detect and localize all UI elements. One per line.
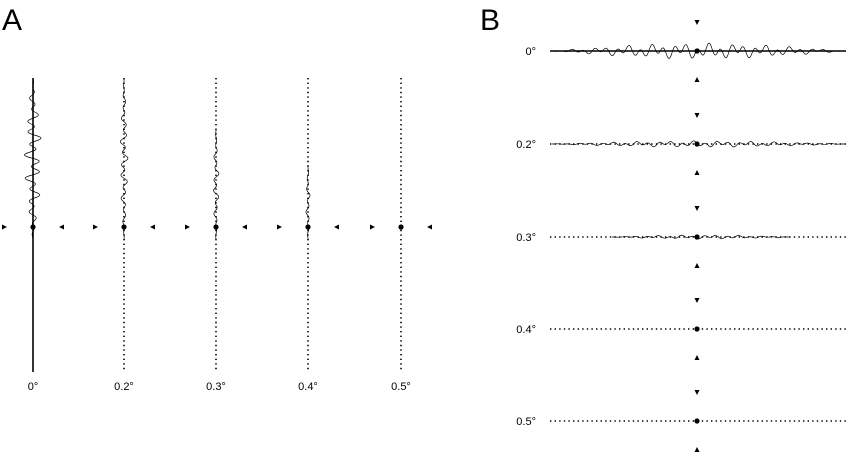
panel-b-condition: 0.5° (516, 390, 846, 452)
wave-trace (611, 234, 791, 240)
panel-a-condition: 0.4° (277, 78, 339, 393)
condition-label: 0.5° (516, 416, 536, 428)
marker-arrow-down-icon (694, 298, 700, 303)
marker-arrow-left-icon (59, 224, 64, 230)
fixation-dot (694, 141, 700, 147)
marker-arrow-up-icon (694, 447, 700, 452)
condition-label: 0° (28, 381, 39, 393)
condition-label: 0° (525, 46, 536, 58)
panel-b-condition: 0.3° (516, 206, 846, 268)
panel-a-condition: 0.2° (93, 77, 155, 393)
marker-arrow-down-icon (694, 113, 700, 118)
wave-trace (23, 77, 42, 241)
marker-arrow-up-icon (694, 77, 700, 82)
panel-b-condition: 0° (525, 20, 847, 82)
fixation-dot (694, 418, 700, 424)
condition-label: 0.2° (114, 381, 134, 393)
marker-arrow-right-icon (2, 224, 7, 230)
condition-label: 0.2° (516, 139, 536, 151)
marker-arrow-left-icon (427, 224, 432, 230)
panel-a-letter: A (2, 4, 22, 37)
panel-b-letter: B (480, 4, 500, 37)
marker-arrow-right-icon (185, 224, 190, 230)
fixation-dot (213, 224, 219, 230)
fixation-dot (30, 224, 36, 230)
condition-label: 0.3° (516, 232, 536, 244)
marker-arrow-right-icon (370, 224, 375, 230)
fixation-dot (694, 48, 700, 54)
fixation-dot (398, 224, 404, 230)
marker-arrow-down-icon (694, 206, 700, 211)
marker-arrow-right-icon (277, 224, 282, 230)
fixation-dot (305, 224, 311, 230)
panel-a-condition: 0° (2, 77, 64, 393)
fixation-dot (694, 326, 700, 332)
marker-arrow-up-icon (694, 263, 700, 268)
panel-b: 0° 0.2° 0.3° 0.4° 0.5° (516, 20, 847, 452)
marker-arrow-down-icon (694, 390, 700, 395)
marker-arrow-up-icon (694, 355, 700, 360)
condition-label: 0.4° (516, 324, 536, 336)
marker-arrow-up-icon (694, 170, 700, 175)
condition-label: 0.3° (206, 381, 226, 393)
wave-trace (120, 77, 129, 241)
condition-label: 0.5° (391, 381, 411, 393)
panel-a-condition: 0.5° (370, 78, 432, 393)
panel-a: 0° 0.2° 0.3° 0.4° 0.5° (2, 77, 432, 393)
fixation-dot (694, 234, 700, 240)
marker-arrow-left-icon (242, 224, 247, 230)
panel-b-condition: 0.4° (516, 298, 846, 360)
condition-label: 0.4° (298, 381, 318, 393)
marker-arrow-down-icon (694, 20, 700, 25)
marker-arrow-left-icon (150, 224, 155, 230)
panel-b-condition: 0.2° (516, 113, 847, 175)
marker-arrow-left-icon (334, 224, 339, 230)
wave-trace (213, 129, 220, 241)
fixation-dot (121, 224, 127, 230)
panel-a-condition: 0.3° (185, 78, 247, 393)
marker-arrow-right-icon (93, 224, 98, 230)
